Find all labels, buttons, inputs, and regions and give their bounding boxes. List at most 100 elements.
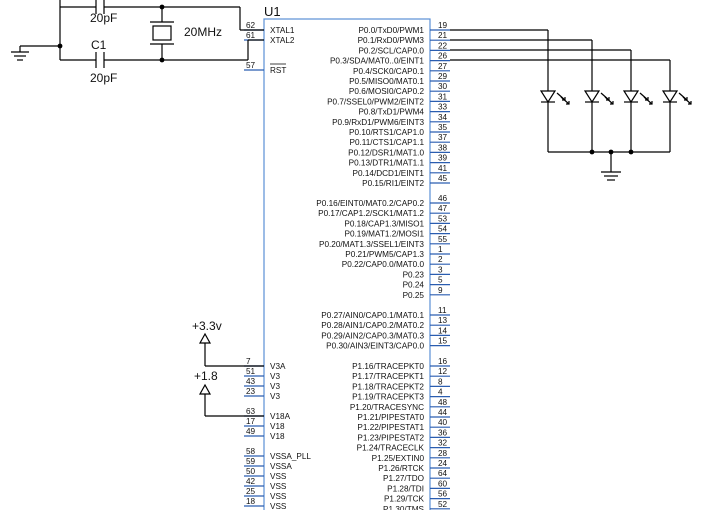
- led-bus-junction: [589, 149, 595, 155]
- left-pin-number: 17: [246, 417, 256, 426]
- left-pin-group: 62XTAL161XTAL257RST7V3A51V343V323V363V18…: [244, 21, 311, 510]
- right-pin-number: 12: [438, 367, 448, 376]
- right-pin-number: 54: [438, 225, 448, 234]
- c1-value: 20pF: [90, 71, 117, 85]
- right-pin-name: P0.28/AIN1/CAP0.2/MAT0.2: [321, 321, 424, 330]
- c-top-value: 20pF: [90, 11, 117, 25]
- right-pin-name: P1.18/TRACEPKT2: [352, 382, 424, 391]
- right-pin-name: P0.2/SCL/CAP0.0: [358, 46, 424, 55]
- right-pin-number: 9: [438, 286, 443, 295]
- right-pin-number: 31: [438, 92, 448, 101]
- right-pin-number: 56: [438, 490, 448, 499]
- right-pin-name: P1.27/TDO: [383, 474, 424, 483]
- left-pin-name: V18A: [270, 412, 291, 421]
- right-pin-name: P1.29/TCK: [384, 495, 425, 504]
- right-pin-number: 11: [438, 306, 447, 315]
- right-pin-name: P0.10/RTS1/CAP1.0: [349, 128, 424, 137]
- c1-ref: C1: [91, 38, 107, 52]
- left-pin-name: V3A: [270, 362, 286, 371]
- led-emission-arrowhead-icon: [688, 101, 692, 105]
- led-bus-junction: [628, 149, 634, 155]
- left-pin-number: 25: [246, 487, 256, 496]
- left-pin-name: XTAL2: [270, 36, 295, 45]
- right-pin-number: 35: [438, 123, 448, 132]
- right-pin-name: P0.1/RxD0/PWM3: [358, 36, 425, 45]
- oscillator-network: [11, 0, 264, 68]
- right-pin-number: 5: [438, 276, 443, 285]
- right-pin-name: P0.21/PWM5/CAP1.3: [345, 250, 424, 259]
- led-diode-icon: [622, 90, 640, 104]
- right-pin-name: P0.27/AIN0/CAP0.1/MAT0.1: [321, 311, 424, 320]
- left-pin-number: 23: [246, 387, 256, 396]
- right-pin-number: 30: [438, 82, 448, 91]
- left-pin-number: 18: [246, 497, 256, 506]
- right-pin-number: 38: [438, 143, 448, 152]
- left-pin-name: V3: [270, 372, 280, 381]
- right-pin-number: 44: [438, 408, 448, 417]
- right-pin-name: P1.28/TDI: [387, 484, 424, 493]
- right-pin-name: P0.9/RxD1/PWM6/EINT3: [332, 118, 424, 127]
- left-pin-number: 59: [246, 457, 256, 466]
- right-pin-number: 46: [438, 194, 448, 203]
- right-pin-name: P0.5/MISO0/MAT0.1: [349, 77, 424, 86]
- right-pin-name: P0.30/AIN3/EINT3/CAP0.0: [326, 342, 424, 351]
- v33-label: +3.3v: [192, 319, 222, 333]
- right-pin-number: 33: [438, 103, 448, 112]
- led-bank: [450, 29, 692, 181]
- left-pin-name: V3: [270, 392, 280, 401]
- right-pin-number: 29: [438, 72, 448, 81]
- right-pin-name: P1.21/PIPESTAT0: [357, 413, 424, 422]
- right-pin-number: 32: [438, 439, 448, 448]
- right-pin-number: 19: [438, 21, 448, 30]
- left-pin-number: 57: [246, 61, 256, 70]
- v33-arrow-icon: [198, 332, 212, 344]
- right-pin-number: 4: [438, 388, 443, 397]
- right-pin-name: P0.15/RI1/EINT2: [362, 179, 424, 188]
- left-pin-number: 62: [246, 21, 256, 30]
- led-diode-icon: [583, 90, 601, 104]
- right-pin-number: 22: [438, 41, 448, 50]
- right-pin-name: P0.23: [403, 270, 425, 279]
- left-pin-number: 51: [246, 367, 256, 376]
- left-pin-name: XTAL1: [270, 26, 295, 35]
- crystal-value: 20MHz: [184, 25, 222, 39]
- right-pin-name: P1.19/TRACEPKT3: [352, 393, 424, 402]
- right-pin-name: P0.25: [403, 291, 425, 300]
- right-pin-number: 21: [438, 31, 448, 40]
- left-pin-name: VSSA: [270, 462, 292, 471]
- right-pin-number: 1: [438, 245, 443, 254]
- right-pin-name: P1.23/PIPESTAT2: [357, 433, 424, 442]
- right-pin-number: 24: [438, 459, 448, 468]
- left-pin-number: 50: [246, 467, 256, 476]
- left-pin-name: VSS: [270, 472, 287, 481]
- left-pin-number: 7: [246, 357, 251, 366]
- right-pin-number: 53: [438, 214, 448, 223]
- right-pin-name: P1.17/TRACEPKT1: [352, 372, 424, 381]
- right-pin-number: 34: [438, 113, 448, 122]
- right-pin-number: 64: [438, 469, 448, 478]
- left-pin-name: V18: [270, 432, 285, 441]
- junction-osc-ground: [57, 43, 63, 49]
- left-pin-number: 58: [246, 447, 256, 456]
- led-emission-arrowhead-icon: [562, 97, 566, 101]
- left-pin-number: 61: [246, 31, 256, 40]
- right-pin-name: P0.7/SSEL0/PWM2/EINT2: [327, 97, 424, 106]
- right-pin-name: P0.3/SDA/MAT0..0/EINT1: [330, 57, 424, 66]
- left-pin-name: VSS: [270, 482, 287, 491]
- right-pin-name: P0.0/TxD0/PWM1: [358, 26, 424, 35]
- led-emission-arrowhead-icon: [566, 101, 570, 105]
- left-pin-name: VSS: [270, 502, 287, 510]
- right-pin-name: P0.8/TxD1/PWM4: [358, 108, 424, 117]
- right-pin-number: 3: [438, 265, 443, 274]
- right-pin-name: P0.24: [403, 281, 425, 290]
- chip-ref: U1: [264, 4, 281, 19]
- v18-label: +1.8: [194, 369, 218, 383]
- right-pin-number: 41: [438, 164, 448, 173]
- right-pin-name: P0.19/MAT1.2/MOSI1: [345, 230, 425, 239]
- v33-supply: [198, 332, 264, 367]
- right-pin-name: P0.12/DSR1/MAT1.0: [348, 148, 424, 157]
- right-pin-name: P0.16/EINT0/MAT0.2/CAP0.2: [316, 199, 424, 208]
- right-pin-number: 15: [438, 337, 448, 346]
- right-pin-number: 47: [438, 204, 448, 213]
- right-pin-name: P1.30/TMS: [383, 505, 424, 510]
